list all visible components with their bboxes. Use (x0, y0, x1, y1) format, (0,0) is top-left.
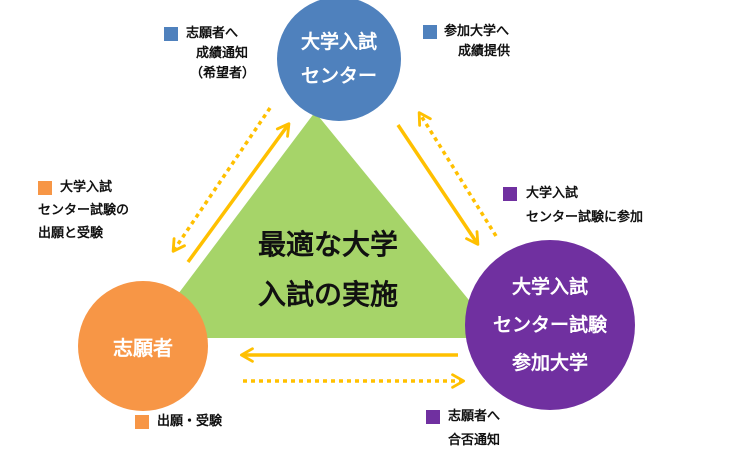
note-provide-scores-line-1: 参加大学へ (444, 24, 510, 39)
note-apply-exam-marker (135, 415, 149, 429)
note-notify-applicant-marker (164, 27, 178, 41)
note-participate: 大学入試 センター試験に参加 (503, 184, 643, 228)
note-apply-and-take-line-1: 大学入試 (60, 180, 113, 195)
note-notify-applicant: 志願者へ 成績通知 （希望者） (164, 24, 255, 84)
note-provide-scores: 参加大学へ 成績提供 (423, 22, 510, 62)
note-apply-and-take: 大学入試 センター試験の 出願と受験 (38, 178, 129, 244)
note-provide-scores-marker (423, 25, 437, 39)
triangle-label: 最適な大学 入試の実施 (228, 218, 428, 322)
node-center-circle (277, 0, 401, 121)
node-applicant-circle (78, 281, 208, 411)
central-triangle (145, 112, 500, 338)
triangle-line-1: 最適な大学 (257, 228, 398, 261)
note-notify-applicant-line-1: 志願者へ (186, 26, 239, 41)
note-participate-line-1: 大学入試 (526, 186, 579, 201)
note-notify-result-line-2: 合否通知 (448, 433, 501, 448)
note-apply-and-take-marker (38, 181, 52, 195)
note-provide-scores-line-2: 成績提供 (458, 44, 511, 59)
note-apply-exam-line-1: 出願・受験 (157, 414, 223, 429)
triangle-line-2: 入試の実施 (257, 278, 398, 311)
note-notify-result-line-1: 志願者へ (448, 409, 501, 424)
note-notify-applicant-line-3: （希望者） (190, 66, 256, 81)
note-participate-line-2: センター試験に参加 (526, 210, 644, 225)
note-participate-marker (503, 187, 517, 201)
arrow-center-to-university (396, 124, 480, 246)
arrow-applicant-to-center (186, 122, 291, 264)
node-university-circle (465, 240, 635, 410)
note-notify-result: 志願者へ 合否通知 (426, 407, 500, 451)
note-apply-exam: 出願・受験 (135, 412, 222, 432)
note-notify-result-marker (426, 410, 440, 424)
note-apply-and-take-line-3: 出願と受験 (38, 226, 104, 241)
note-notify-applicant-line-2: 成績通知 (196, 46, 249, 61)
note-apply-and-take-line-2: センター試験の (38, 203, 130, 218)
